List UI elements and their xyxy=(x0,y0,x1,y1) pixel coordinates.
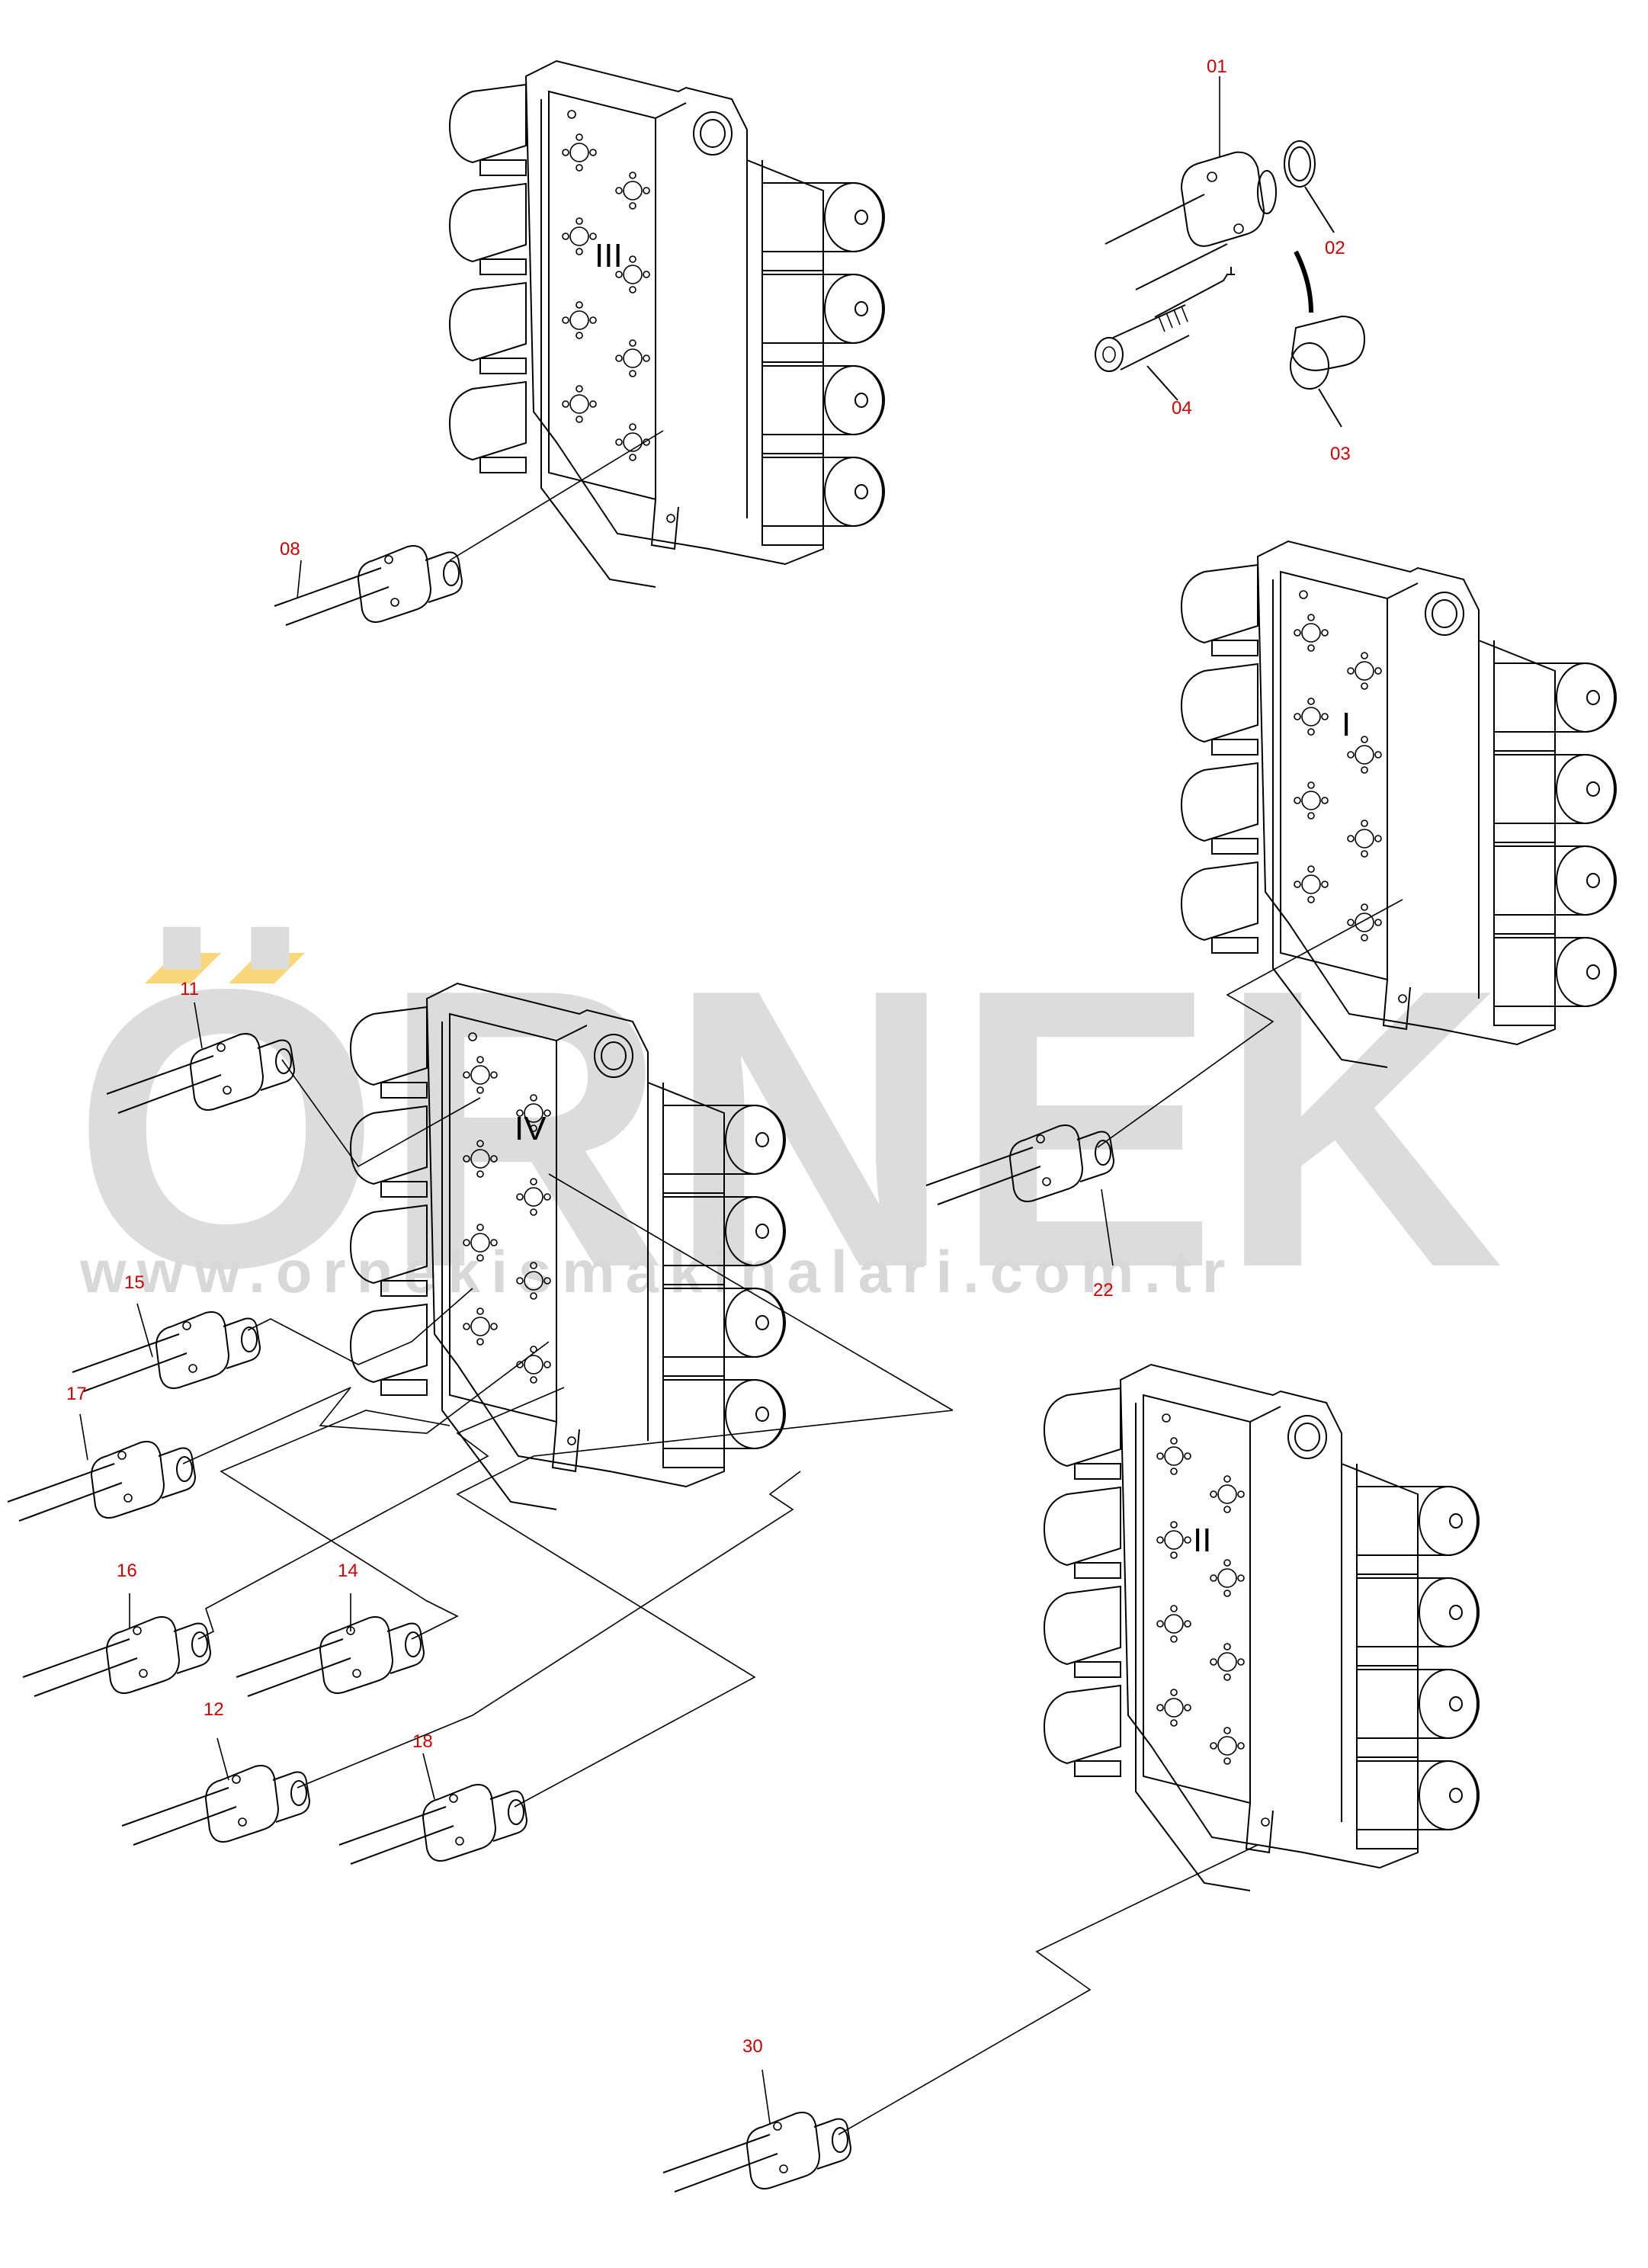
label-04: 04 xyxy=(1172,398,1192,419)
hose-30 xyxy=(662,2112,851,2193)
part-04-bolt xyxy=(1095,304,1190,401)
valve-block-iii: III xyxy=(449,60,885,588)
label-16: 16 xyxy=(117,1561,137,1581)
label-14: 14 xyxy=(338,1561,358,1581)
label-22: 22 xyxy=(1093,1280,1114,1301)
leader-lines xyxy=(79,76,1403,2135)
valve-block-ii: II xyxy=(1044,1364,1480,1891)
valve-block-iv: IV xyxy=(350,983,786,1510)
hose-12 xyxy=(121,1765,310,1846)
label-18: 18 xyxy=(412,1731,433,1752)
label-15: 15 xyxy=(124,1272,145,1293)
hose-16 xyxy=(22,1616,211,1697)
label-01: 01 xyxy=(1207,56,1227,77)
part-labels: 01 02 03 04 08 11 22 15 17 16 14 12 18 3… xyxy=(66,56,1351,2057)
watermark-accent-mark xyxy=(145,953,305,983)
block-label-ii: II xyxy=(1193,1522,1211,1559)
label-11: 11 xyxy=(180,979,199,999)
label-03: 03 xyxy=(1330,444,1351,464)
hose-18 xyxy=(338,1784,527,1865)
block-label-iii: III xyxy=(595,237,623,274)
label-12: 12 xyxy=(204,1699,224,1720)
label-08: 08 xyxy=(280,539,300,560)
watermark-url: www.ornekismakinalari.com.tr xyxy=(79,1238,1236,1305)
watermark: ÖRNEK www.ornekismakinalari.com.tr xyxy=(72,907,1504,1350)
part-01-flange-fitting xyxy=(1105,151,1277,318)
part-02-o-ring xyxy=(1284,140,1335,233)
valve-block-i: I xyxy=(1181,541,1617,1068)
block-label-iv: IV xyxy=(515,1110,547,1147)
label-30: 30 xyxy=(742,2036,763,2057)
block-label-i: I xyxy=(1342,706,1351,743)
hose-17 xyxy=(7,1441,196,1522)
hose-08 xyxy=(274,545,463,626)
label-02: 02 xyxy=(1325,238,1345,258)
label-17: 17 xyxy=(66,1384,87,1404)
watermark-brand: ÖRNEK xyxy=(72,907,1504,1350)
hose-14 xyxy=(236,1616,425,1697)
part-03-plug xyxy=(1290,250,1366,428)
